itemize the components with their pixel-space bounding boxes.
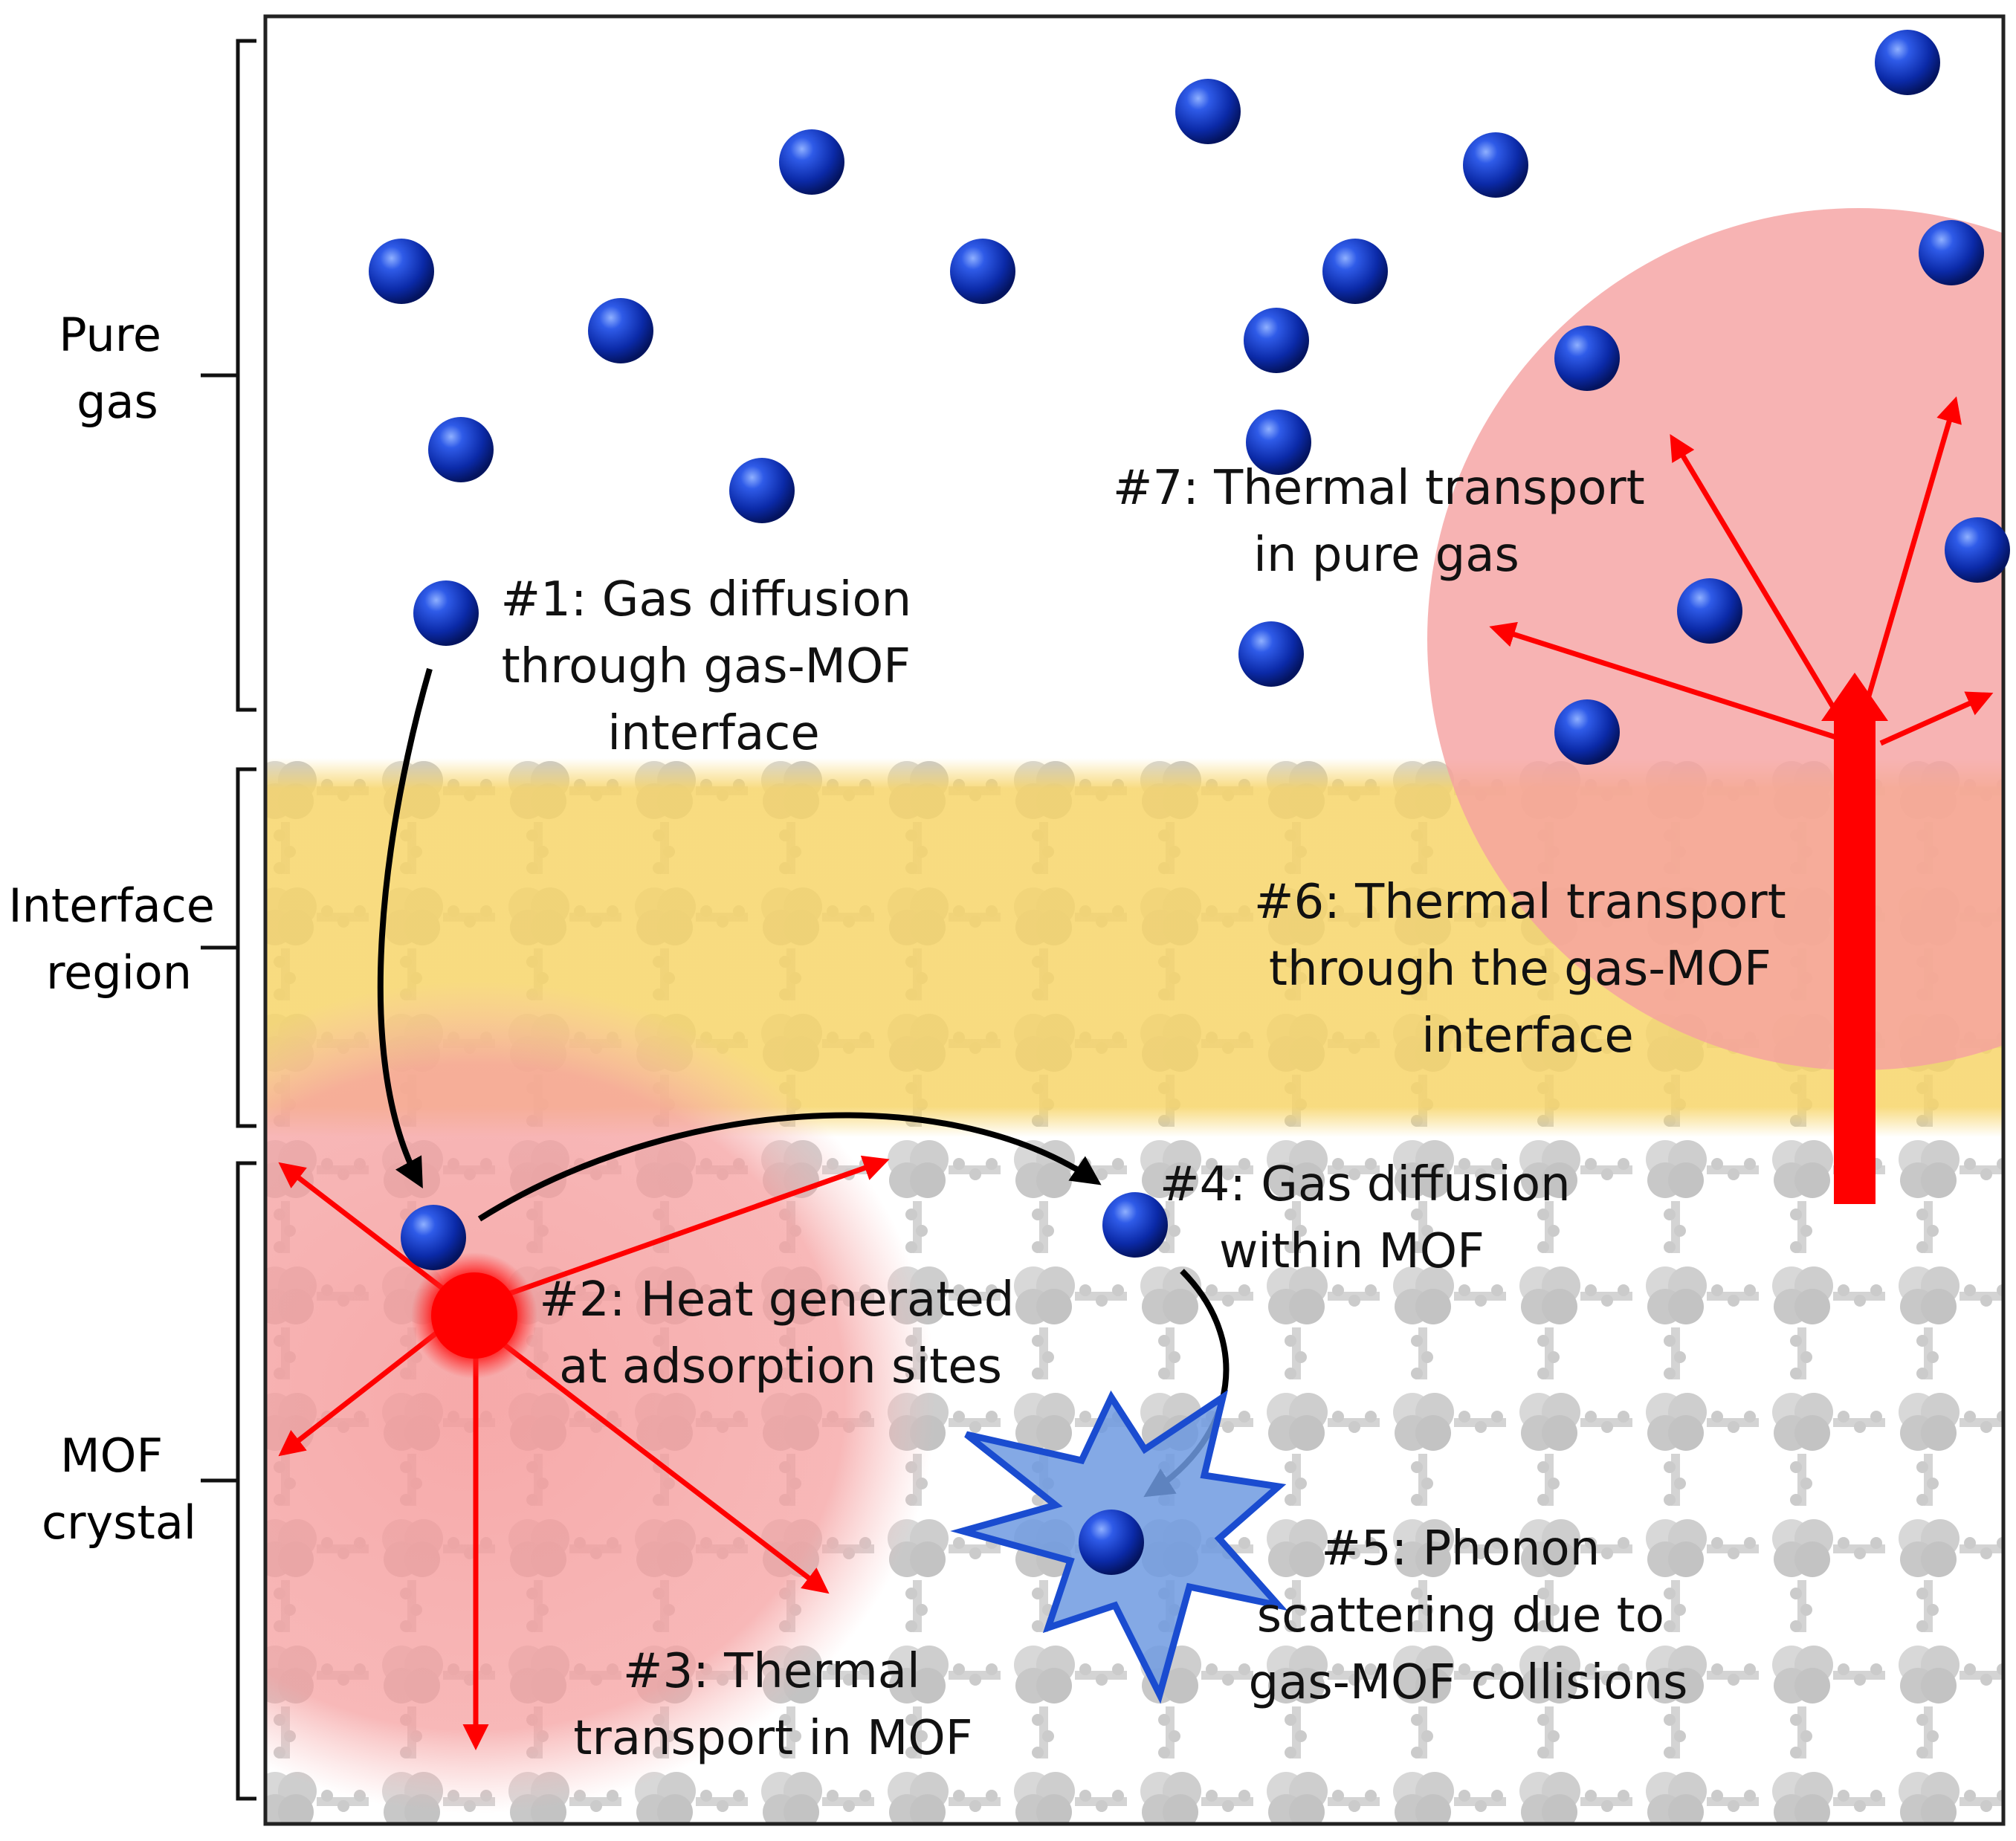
- gas-molecule-icon: [1677, 578, 1742, 644]
- gas-molecule-icon: [1875, 30, 1940, 95]
- gas-molecules: [369, 30, 2010, 1575]
- step-label-2: #2: Heat generated at adsorption sites: [539, 1272, 1029, 1394]
- arrow-gas-diffusion-interface: [377, 667, 433, 1189]
- step-7-line-2: in pure gas: [1253, 528, 1519, 583]
- mof-lattice-region: [265, 208, 2003, 1824]
- step-label-5: #5: Phonon scattering due to gas-MOF col…: [1249, 1521, 1688, 1710]
- gas-molecule-icon: [1246, 410, 1311, 475]
- region-label-mof: MOF crystal: [42, 1429, 196, 1550]
- gas-molecule-icon: [1554, 699, 1620, 765]
- gas-molecule-icon: [1322, 239, 1388, 304]
- gas-molecule-icon: [1244, 308, 1309, 373]
- bracket-mof: [201, 1161, 256, 1801]
- step-4-line-2: within MOF: [1219, 1224, 1484, 1279]
- gas-molecule-icon: [950, 239, 1015, 304]
- step-4-line-1: #4: Gas diffusion: [1160, 1157, 1571, 1212]
- gas-molecule-icon: [1945, 517, 2010, 583]
- gas-molecule-icon: [428, 417, 494, 482]
- step-5-line-3: gas-MOF collisions: [1249, 1655, 1688, 1710]
- step-6-line-1: #6: Thermal transport: [1254, 875, 1786, 930]
- step-3-line-1: #3: Thermal: [623, 1644, 920, 1699]
- step-label-6: #6: Thermal transport through the gas-MO…: [1254, 875, 1801, 1064]
- gas-molecule-icon: [1554, 326, 1620, 391]
- region-brackets: [201, 39, 256, 1801]
- step-5-line-2: scattering due to: [1257, 1588, 1664, 1643]
- step-5-line-1: #5: Phonon: [1321, 1521, 1600, 1576]
- step-6-line-2: through the gas-MOF: [1269, 942, 1771, 997]
- gas-molecule-icon: [369, 239, 434, 304]
- bracket-interface: [201, 767, 256, 1128]
- gas-molecule-icon: [413, 580, 479, 646]
- gas-molecule-icon: [401, 1205, 466, 1270]
- gas-molecule-icon: [1175, 79, 1241, 144]
- heat-glow-mof: [265, 981, 937, 1814]
- step-7-line-1: #7: Thermal transport: [1113, 461, 1645, 516]
- step-6-line-3: interface: [1421, 1009, 1633, 1064]
- gas-molecule-icon: [1102, 1192, 1168, 1258]
- diagram-frame: [263, 14, 2006, 1826]
- gas-molecule-icon: [729, 458, 795, 523]
- gas-molecule-icon: [1463, 132, 1528, 198]
- gas-molecule-icon: [1919, 220, 1984, 285]
- step-label-1: #1: Gas diffusion through gas-MOF interf…: [501, 572, 927, 761]
- step-label-7: #7: Thermal transport in pure gas: [1113, 461, 1660, 583]
- step-1-line-3: interface: [607, 706, 819, 761]
- step-2-line-2: at adsorption sites: [559, 1339, 1002, 1394]
- bracket-pure-gas: [201, 39, 256, 712]
- gas-molecule-icon: [779, 129, 844, 195]
- step-1-line-1: #1: Gas diffusion: [501, 572, 912, 627]
- gas-molecule-icon: [588, 298, 653, 363]
- step-2-line-1: #2: Heat generated: [539, 1272, 1014, 1327]
- region-label-pure-gas: Pure gas: [59, 308, 176, 429]
- step-3-line-2: transport in MOF: [573, 1711, 972, 1766]
- gas-molecule-icon: [1079, 1510, 1144, 1575]
- arrow-gas-diffusion-mof: [477, 1112, 1102, 1222]
- gas-molecule-icon: [1238, 621, 1304, 687]
- thermal-transport-arrows-gas: [1489, 396, 1994, 1204]
- step-label-4: #4: Gas diffusion within MOF: [1160, 1157, 1586, 1279]
- step-1-line-2: through gas-MOF: [502, 639, 911, 694]
- step-label-3: #3: Thermal transport in MOF: [573, 1644, 972, 1766]
- region-label-interface: Interface region: [8, 879, 229, 1000]
- heat-source-burst-icon: [411, 1252, 537, 1379]
